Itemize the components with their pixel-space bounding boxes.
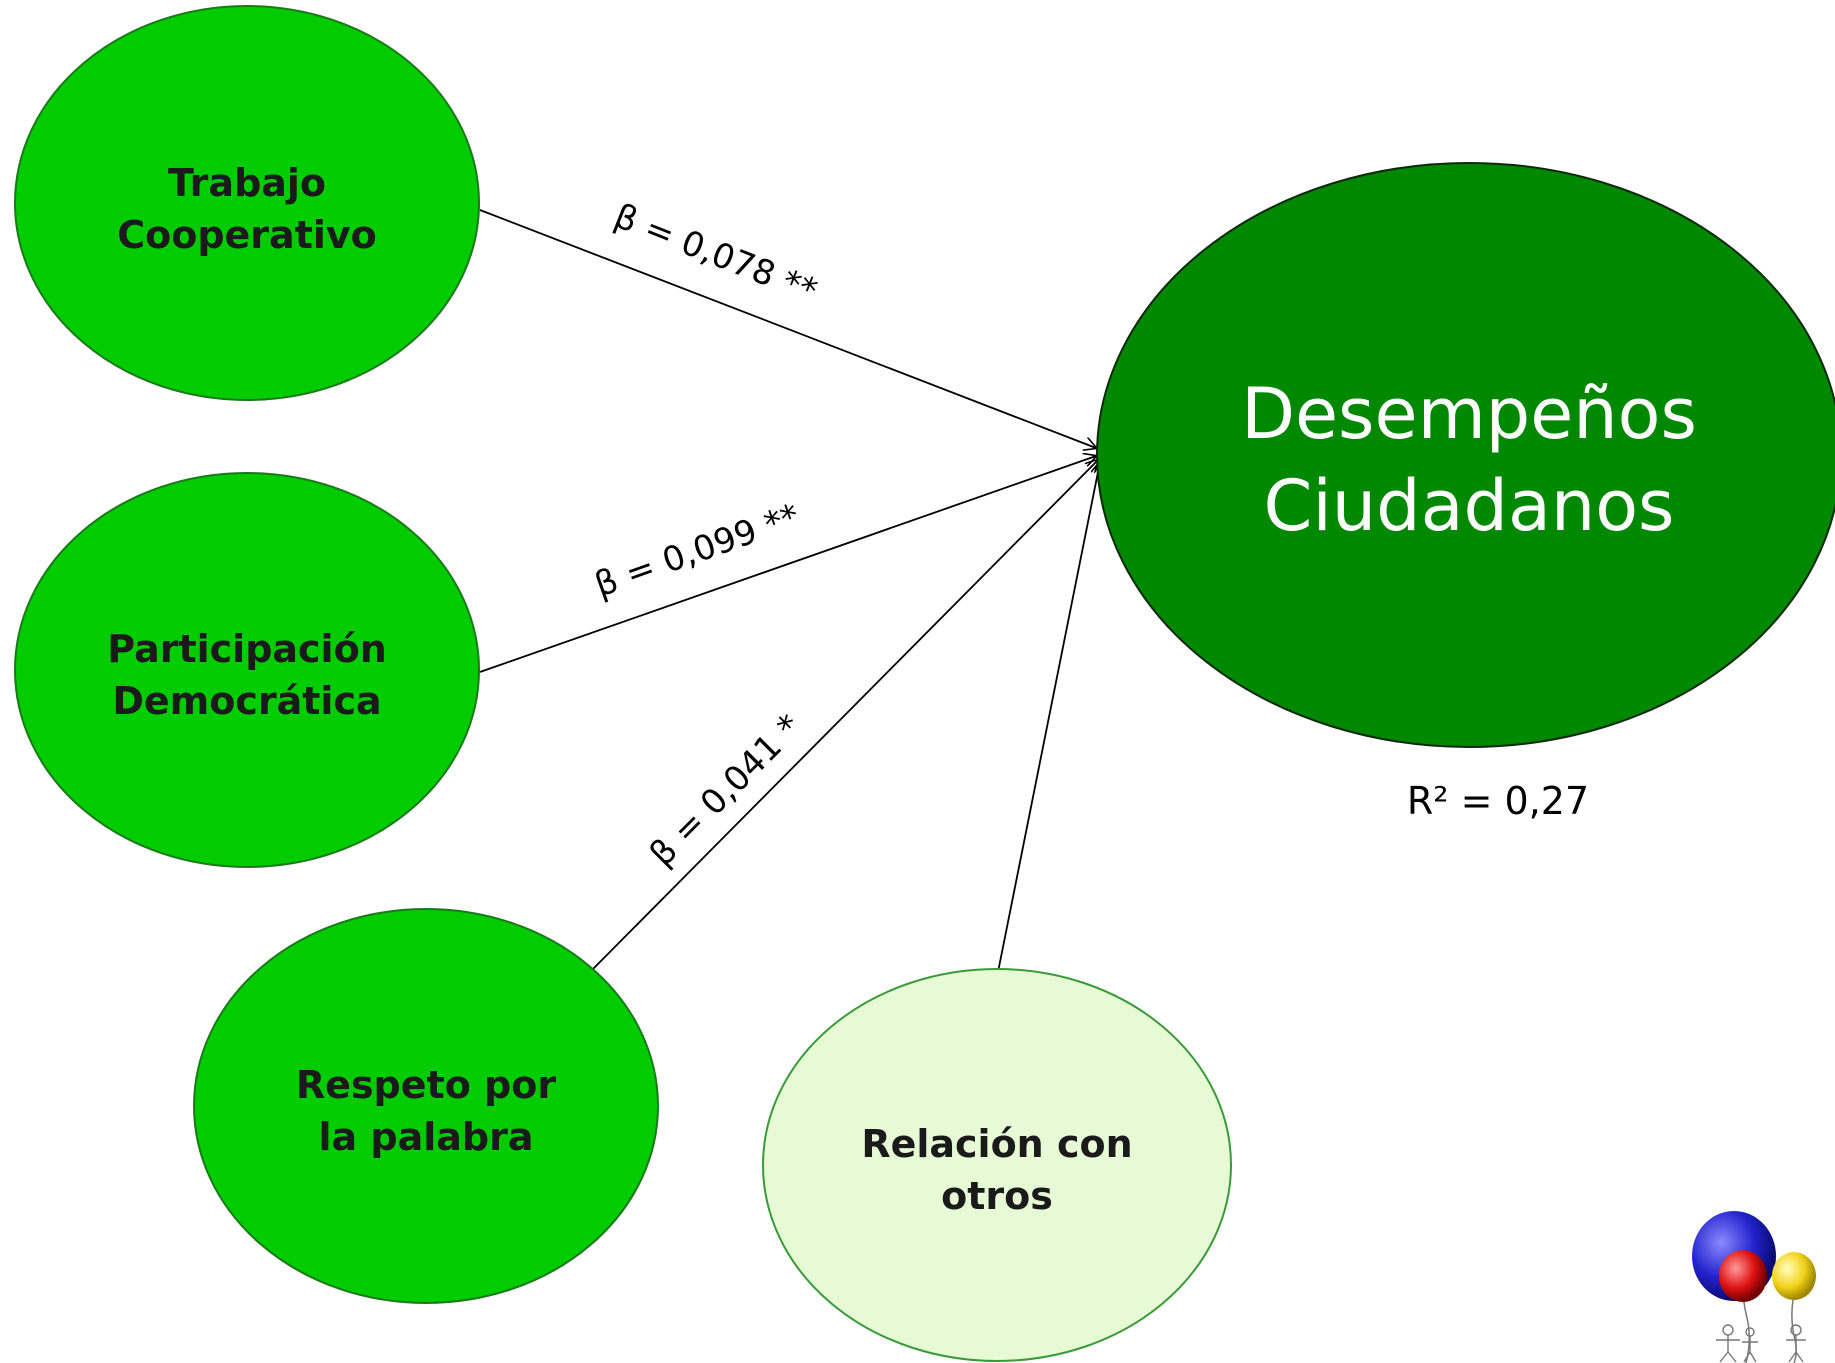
node-trabajo-cooperativo: Trabajo Cooperativo xyxy=(14,5,480,401)
arrow-trabajo xyxy=(479,209,1096,448)
node-label-line2: Ciudadanos xyxy=(1263,465,1674,547)
node-desempenos-ciudadanos: Desempeños Ciudadanos xyxy=(1096,162,1835,748)
node-label-line2: otros xyxy=(941,1174,1053,1218)
arrow-participacion xyxy=(479,456,1096,673)
node-label-line1: Relación con xyxy=(861,1122,1132,1166)
arrow-relacion xyxy=(997,462,1100,973)
coef-label-respeto: β = 0,041 * xyxy=(642,707,810,875)
arrow-respeto xyxy=(591,460,1098,971)
balloons-logo-icon xyxy=(1692,1211,1816,1363)
coef-label-trabajo: β = 0,078 ** xyxy=(609,196,823,312)
node-label-line1: Respeto por xyxy=(296,1063,556,1107)
node-label-line2: Cooperativo xyxy=(117,213,377,257)
node-respeto-por-la-palabra: Respeto por la palabra xyxy=(193,908,659,1304)
node-relacion-con-otros: Relación con otros xyxy=(762,968,1232,1362)
node-participacion-democratica: Participación Democrática xyxy=(14,472,480,868)
r-squared-label: R² = 0,27 xyxy=(1407,779,1589,823)
node-label-line2: Democrática xyxy=(112,679,381,723)
node-label-line1: Desempeños xyxy=(1241,373,1697,455)
node-label-line1: Participación xyxy=(107,627,387,671)
node-label-line2: la palabra xyxy=(319,1115,534,1159)
node-label-line1: Trabajo xyxy=(168,161,326,205)
coef-label-participacion: β = 0,099 ** xyxy=(590,496,805,605)
